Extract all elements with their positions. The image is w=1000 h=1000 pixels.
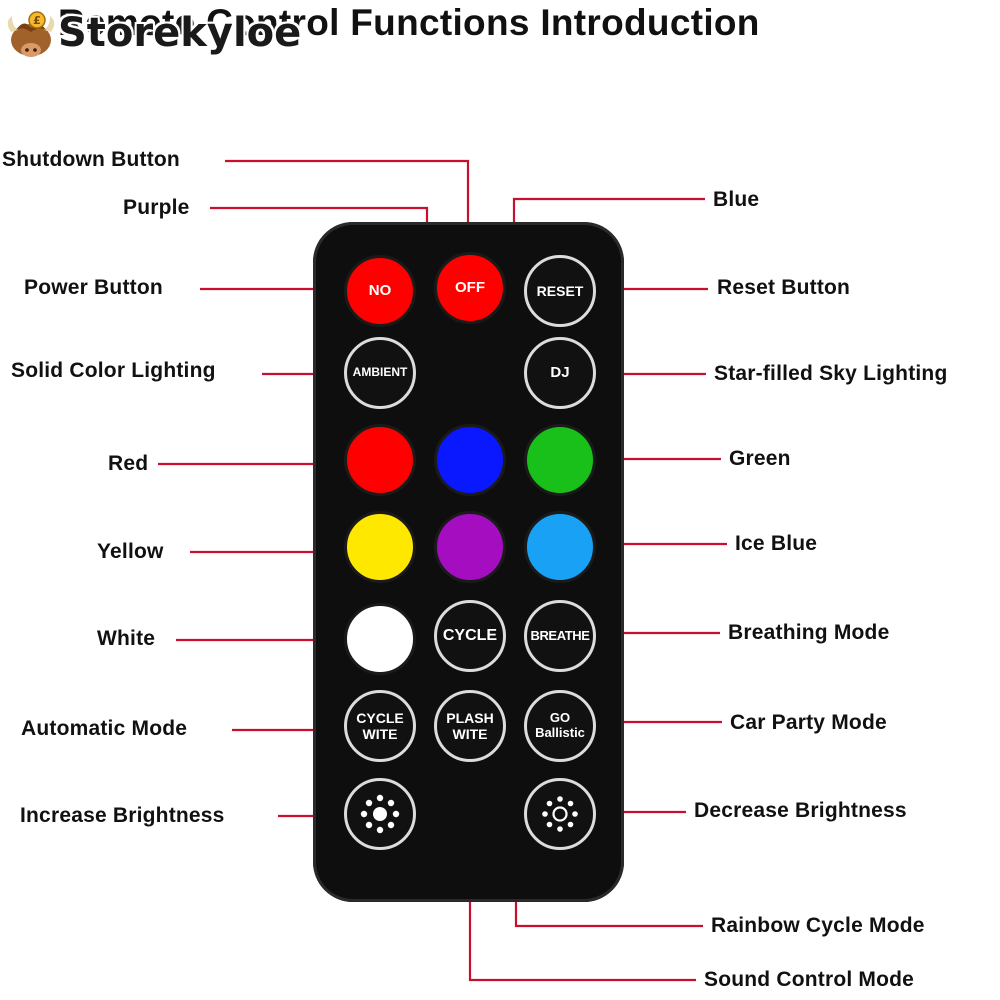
label-increase-brightness: Increase Brightness — [20, 804, 225, 827]
white-button[interactable] — [344, 603, 416, 675]
label-automatic-mode: Automatic Mode — [21, 717, 188, 740]
brightness-down-button[interactable] — [524, 778, 596, 850]
label-red: Red — [108, 452, 149, 475]
label-decrease-brightness: Decrease Brightness — [694, 799, 907, 822]
label-purple: Purple — [123, 196, 190, 219]
svg-text:£: £ — [33, 14, 41, 27]
label-car-party-mode: Car Party Mode — [730, 711, 887, 734]
cycle-button[interactable]: CYCLE — [434, 600, 506, 672]
yellow-button[interactable] — [344, 511, 416, 583]
label-yellow: Yellow — [97, 540, 164, 563]
blue-button[interactable] — [434, 424, 506, 496]
label-reset-button: Reset Button — [717, 276, 851, 299]
brightness-up-button[interactable] — [344, 778, 416, 850]
label-breathing-mode: Breathing Mode — [728, 621, 890, 644]
label-blue: Blue — [713, 188, 760, 211]
label-power-button: Power Button — [24, 276, 163, 299]
dj-button[interactable]: DJ — [524, 337, 596, 409]
label-shutdown-button: Shutdown Button — [2, 148, 180, 171]
highland-cow-icon: £ — [7, 11, 55, 57]
label-star-filled-sky-lighting: Star-filled Sky Lighting — [714, 362, 948, 385]
no-button[interactable]: NO — [344, 255, 416, 327]
off-button[interactable]: OFF — [434, 252, 506, 324]
page-title: Remote Control Functions Introduction — [58, 2, 760, 43]
ambient-button[interactable]: AMBIENT — [344, 337, 416, 409]
storekyloe-logo: £ — [4, 6, 304, 66]
label-sound-control-mode: Sound Control Mode — [704, 968, 915, 991]
brightness-up-icon — [360, 794, 400, 834]
label-solid-color-lighting: Solid Color Lighting — [11, 359, 216, 382]
brightness-down-icon — [542, 796, 578, 832]
label-ice-blue: Ice Blue — [735, 532, 818, 555]
label-green: Green — [729, 447, 791, 470]
label-white: White — [97, 627, 156, 650]
green-button[interactable] — [524, 424, 596, 496]
ice-blue-button[interactable] — [524, 511, 596, 583]
watermark-text: Storekyloe — [58, 10, 302, 56]
red-button[interactable] — [344, 424, 416, 496]
reset-button[interactable]: RESET — [524, 255, 596, 327]
purple-button[interactable] — [434, 511, 506, 583]
breathe-button[interactable]: BREATHE — [524, 600, 596, 672]
label-rainbow-cycle-mode: Rainbow Cycle Mode — [711, 914, 925, 937]
